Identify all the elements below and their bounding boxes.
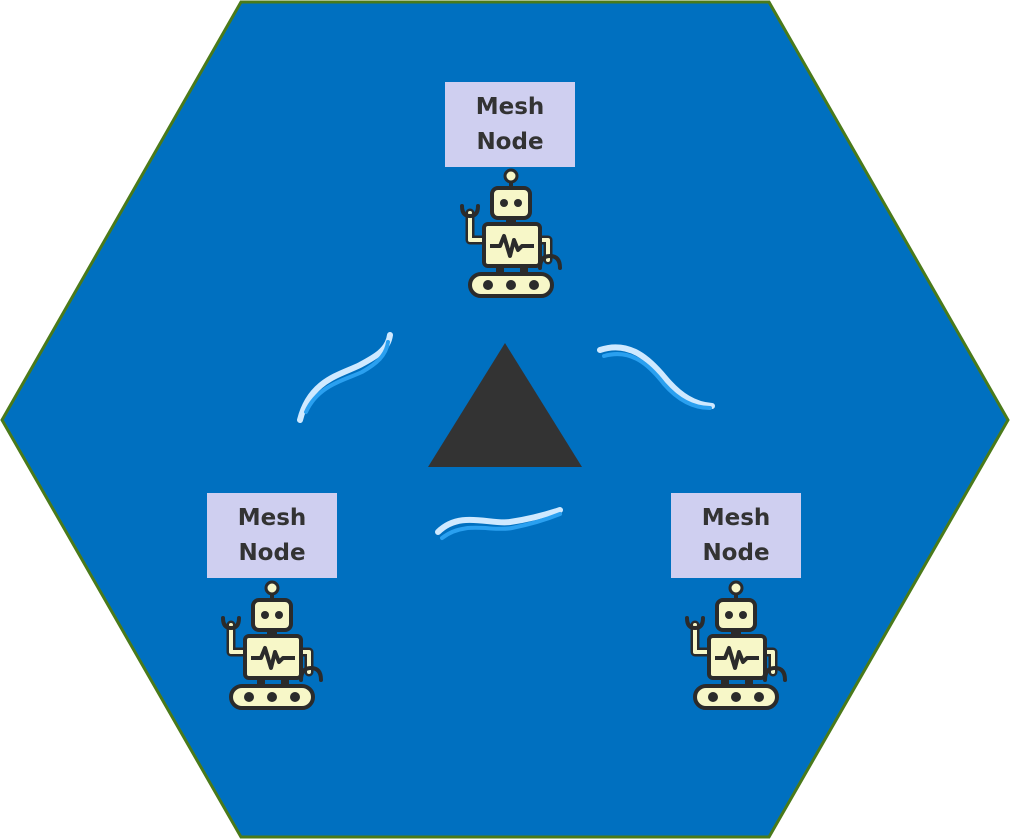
label-line: Node: [238, 539, 306, 566]
robot-icon: [456, 168, 566, 298]
triangle-icon: [428, 343, 582, 467]
label-line: Mesh: [475, 93, 545, 120]
label-line: Mesh: [237, 504, 307, 531]
label-line: Mesh: [701, 504, 771, 531]
wave-icon: [297, 332, 393, 423]
label-line: Node: [476, 128, 544, 155]
wave-icon: [597, 344, 715, 410]
robot-icon: [681, 580, 791, 710]
robot-icon: [217, 580, 327, 710]
wave-icon: [435, 507, 563, 540]
label-line: Node: [702, 539, 770, 566]
